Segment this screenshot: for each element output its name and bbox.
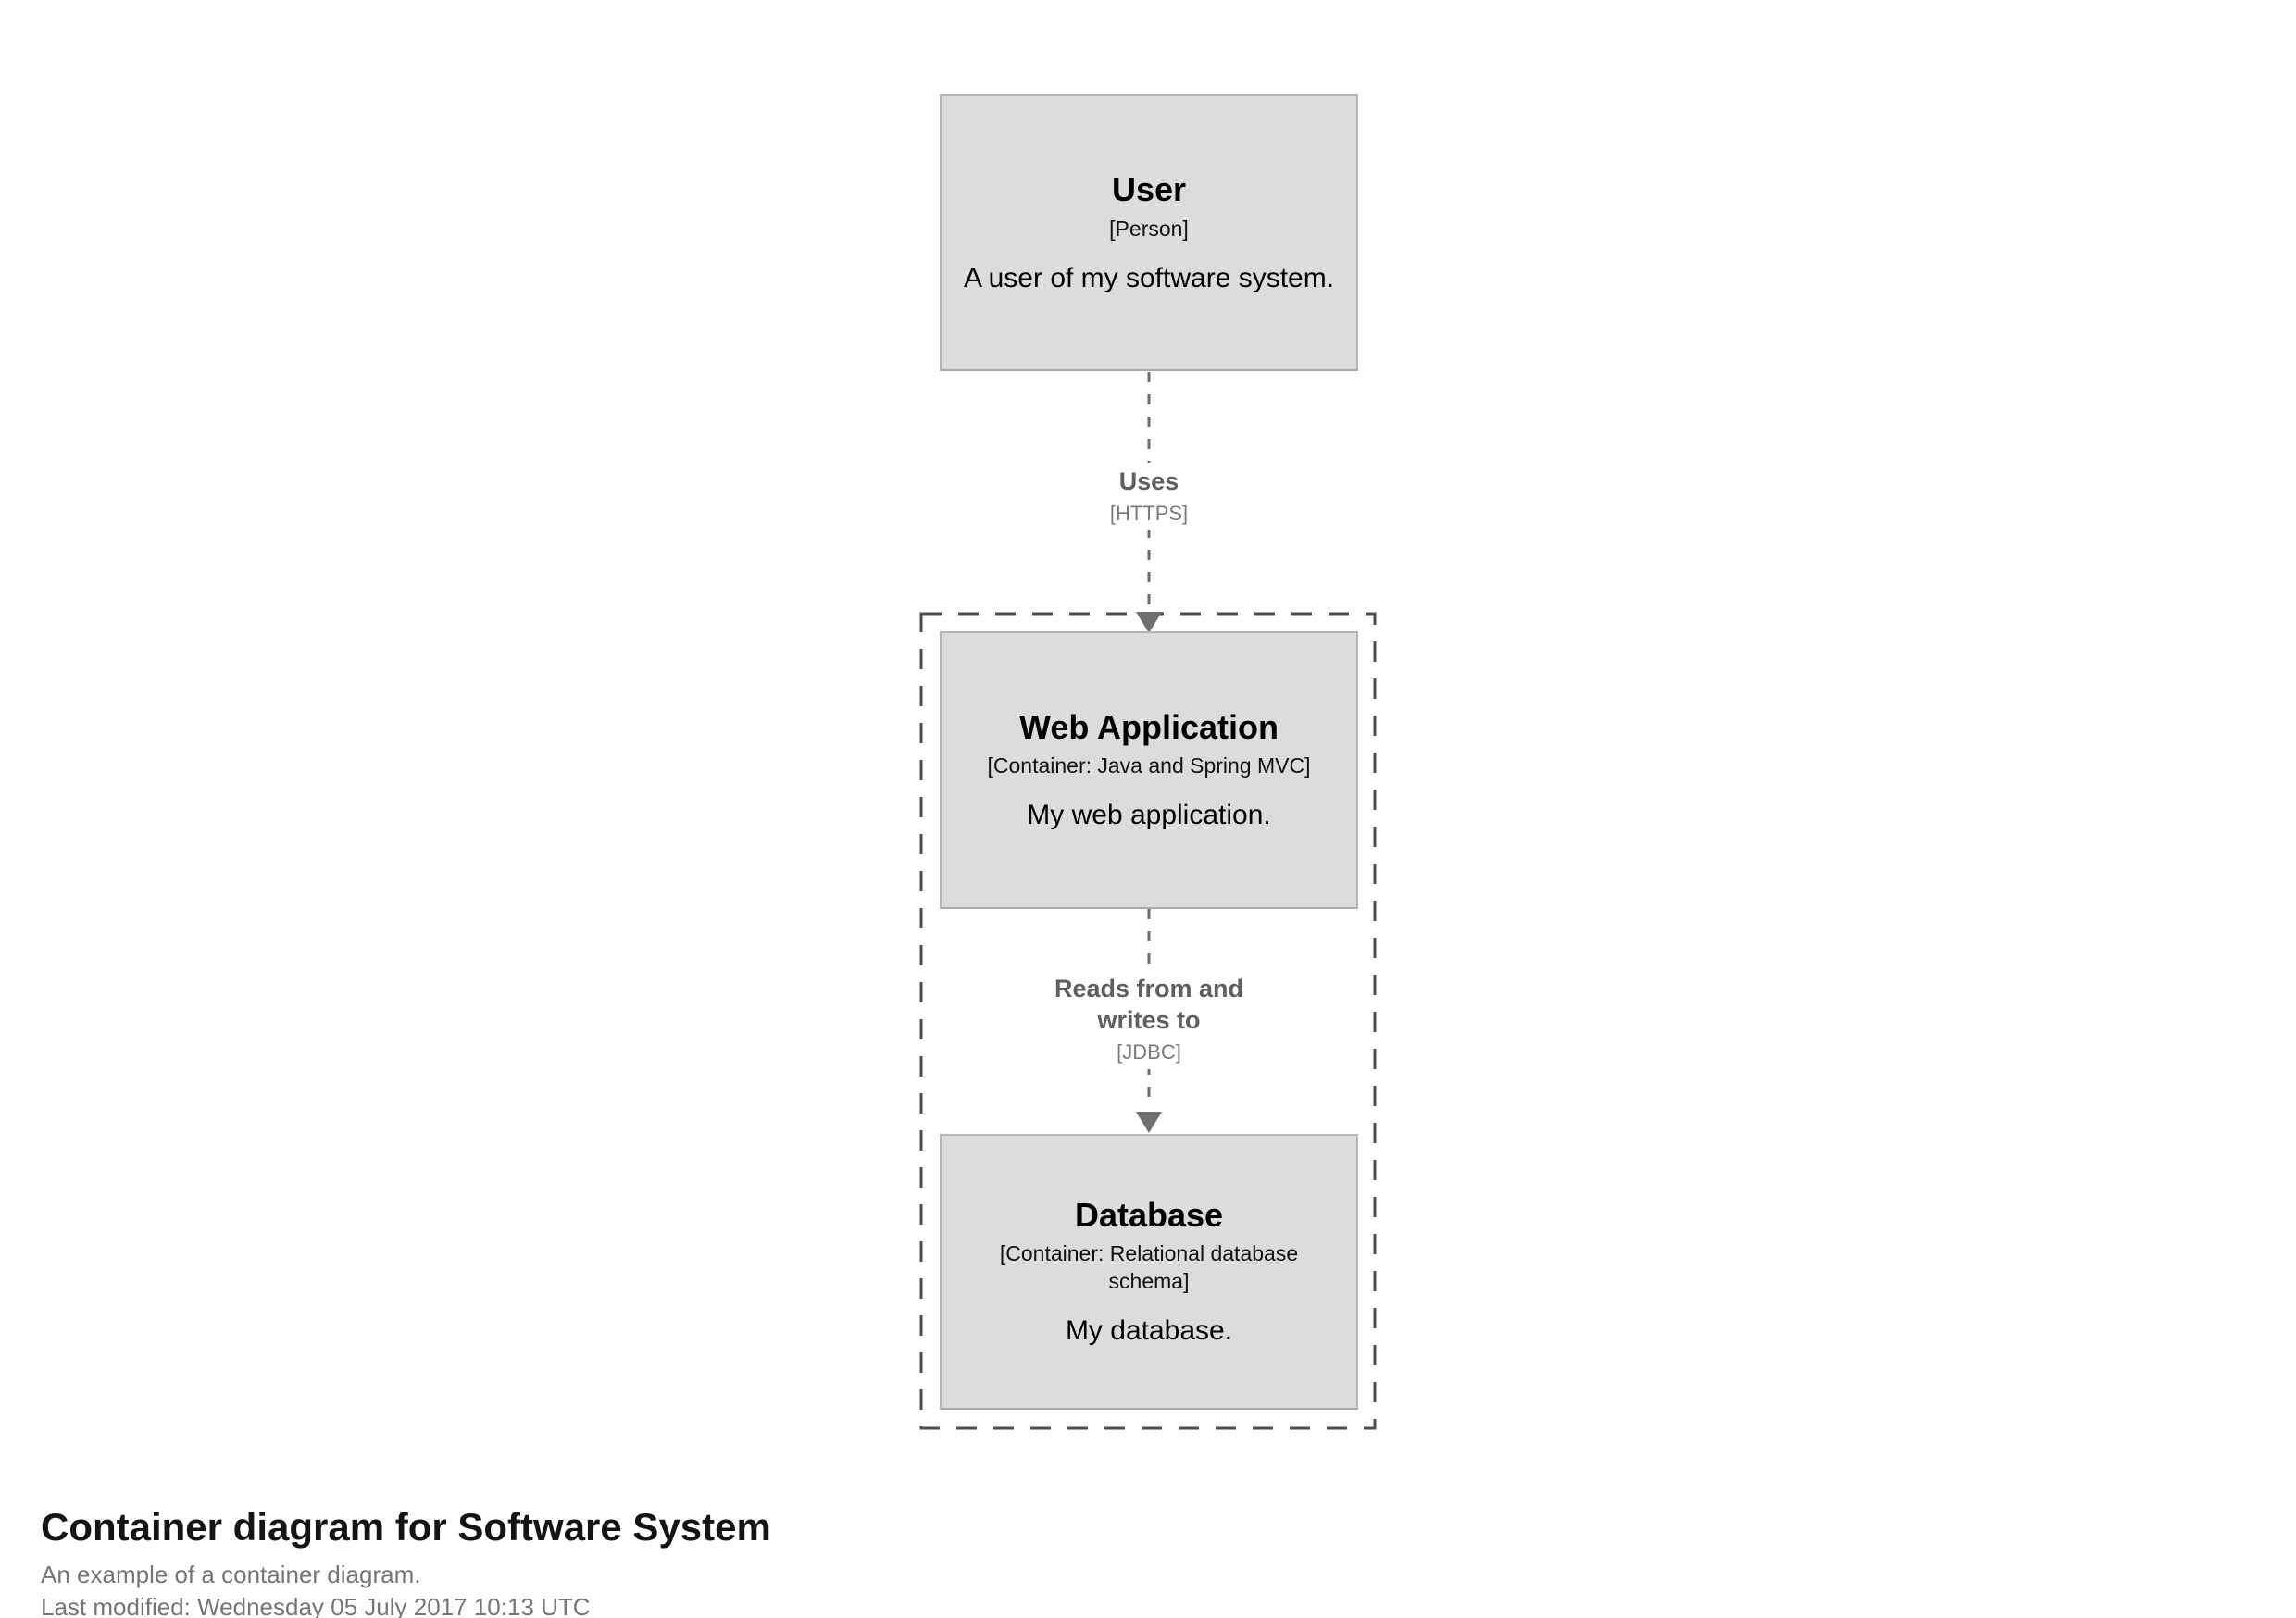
relationship-label-uses: Uses [HTTPS] — [1100, 463, 1198, 531]
node-web-application-name: Web Application — [1018, 707, 1279, 746]
diagram-title: Container diagram for Software System — [41, 1505, 771, 1549]
node-database-meta: [Container: Relational database schema] — [999, 1241, 1299, 1294]
relationship-uses-technology: [HTTPS] — [1109, 501, 1189, 525]
diagram-footer: Container diagram for Software System An… — [41, 1505, 771, 1618]
node-database: Database [Container: Relational database… — [940, 1134, 1358, 1410]
relationship-reads-writes-text: Reads from and writes to — [1054, 975, 1244, 1034]
relationship-label-reads-writes: Reads from and writes to [JDBC] — [1010, 970, 1288, 1070]
node-user-name: User — [1111, 170, 1187, 209]
node-web-application: Web Application [Container: Java and Spr… — [940, 631, 1358, 909]
node-database-description: My database. — [1065, 1314, 1233, 1346]
node-user-description: A user of my software system. — [963, 262, 1335, 293]
reads-writes-arrowhead-icon — [1136, 1112, 1162, 1133]
node-web-application-meta: [Container: Java and Spring MVC] — [987, 753, 1311, 778]
relationship-reads-writes-technology: [JDBC] — [1117, 1039, 1181, 1064]
diagram-last-modified: Last modified: Wednesday 05 July 2017 10… — [41, 1593, 591, 1618]
node-user-meta: [Person] — [1109, 216, 1189, 241]
diagram-subtitle: An example of a container diagram. — [41, 1561, 421, 1589]
relationship-uses-text: Uses — [1118, 467, 1179, 495]
node-database-name: Database — [1074, 1196, 1224, 1235]
uses-arrowhead-icon — [1136, 612, 1162, 633]
node-user: User [Person] A user of my software syst… — [940, 94, 1358, 371]
node-web-application-description: My web application. — [1027, 800, 1271, 831]
